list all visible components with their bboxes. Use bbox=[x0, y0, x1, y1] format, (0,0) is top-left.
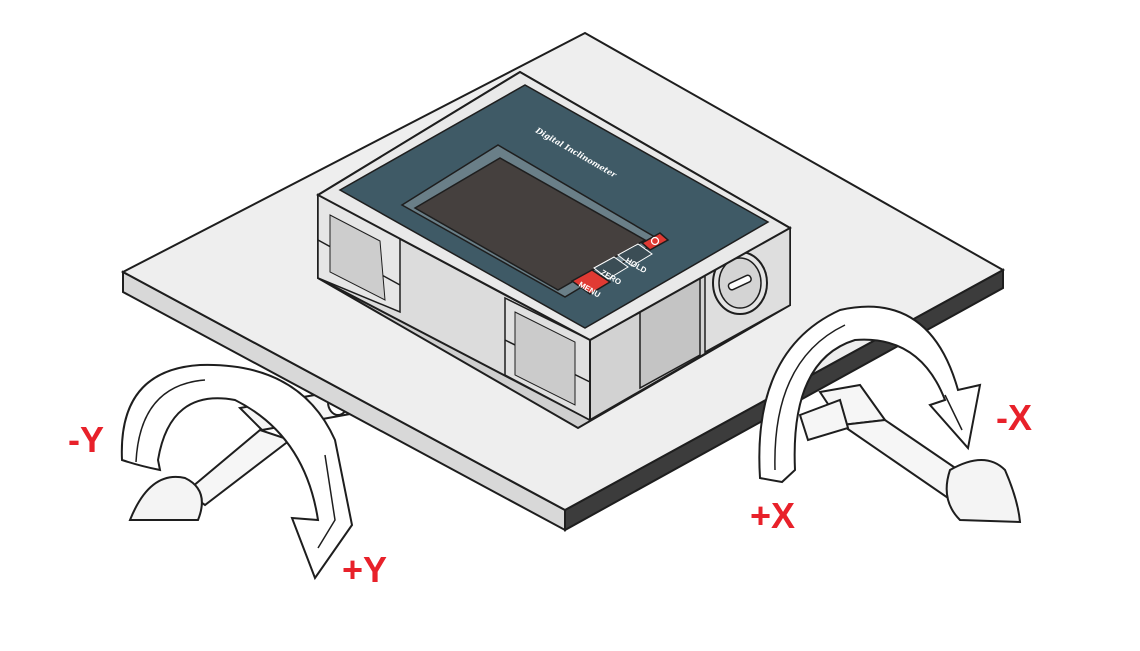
x-rotation-arrow bbox=[758, 305, 982, 484]
label-pos-x: +X bbox=[750, 495, 795, 536]
y-axis-cone bbox=[128, 475, 203, 521]
power-icon bbox=[650, 236, 660, 246]
battery-cap bbox=[712, 251, 768, 315]
lcd-screen bbox=[413, 157, 647, 291]
label-pos-y: +Y bbox=[342, 549, 387, 590]
power-button[interactable] bbox=[640, 232, 670, 251]
x-axis-cone bbox=[945, 459, 1022, 524]
digital-inclinometer: Digital Inclinometer HOLD ZERO MENU bbox=[315, 70, 793, 430]
label-neg-x: -X bbox=[996, 397, 1032, 438]
y-rotation-arrow bbox=[120, 363, 354, 581]
label-neg-y: -Y bbox=[68, 419, 104, 460]
x-axis bbox=[758, 305, 1022, 524]
y-axis bbox=[120, 363, 354, 581]
